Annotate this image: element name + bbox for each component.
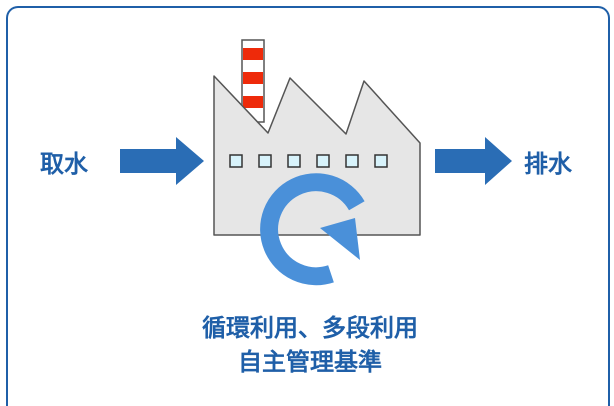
discharge-arrow-icon — [435, 137, 512, 185]
factory-window — [316, 154, 330, 168]
factory-window — [287, 154, 301, 168]
factory-window — [229, 154, 243, 168]
intake-label: 取水 — [40, 150, 89, 178]
factory-window — [374, 154, 388, 168]
discharge-label: 排水 — [524, 150, 573, 178]
water-cycle-diagram: 取水 排水 循環利用、多段利用 自主管理基準 — [40, 39, 573, 376]
cycle-arrow-icon — [260, 173, 365, 286]
intake-arrow-icon — [120, 137, 204, 185]
factory-window — [258, 154, 272, 168]
caption-line-2: 自主管理基準 — [238, 348, 382, 376]
caption-line-1: 循環利用、多段利用 — [202, 314, 418, 342]
factory-window — [345, 154, 359, 168]
chimney-icon — [241, 39, 265, 123]
factory-icon — [213, 75, 421, 236]
